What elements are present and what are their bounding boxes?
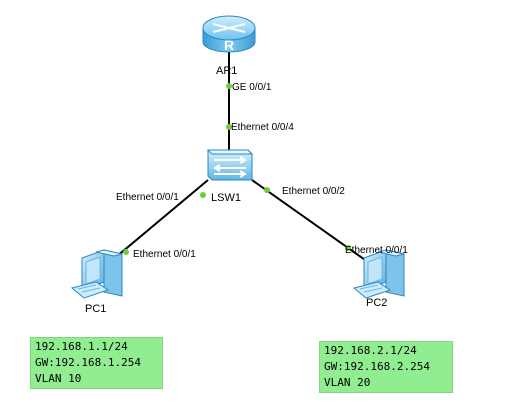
link-lsw1-pc1[interactable] xyxy=(109,179,209,263)
svg-text:R: R xyxy=(224,37,234,53)
pc1-config-note: 192.168.1.1/24 GW:192.168.1.254 VLAN 10 xyxy=(30,337,163,389)
port-dot-ar1 xyxy=(226,83,232,89)
switch-icon[interactable] xyxy=(206,149,254,181)
router-label: AR1 xyxy=(216,65,237,77)
port-label-ar1: GE 0/0/1 xyxy=(232,82,272,93)
port-dot-lsw1-pc1 xyxy=(200,192,206,198)
port-label-lsw1-pc2: Ethernet 0/0/2 xyxy=(282,186,345,197)
port-label-lsw1-pc1: Ethernet 0/0/1 xyxy=(116,192,179,203)
pc2-ip: 192.168.2.1/24 xyxy=(324,344,417,357)
pc2-config-note: 192.168.2.1/24 GW:192.168.2.254 VLAN 20 xyxy=(319,341,453,393)
switch-label: LSW1 xyxy=(211,192,241,204)
port-label-pc1: Ethernet 0/0/1 xyxy=(133,249,196,260)
pc1-vlan: VLAN 10 xyxy=(35,372,82,385)
pc2-vlan: VLAN 20 xyxy=(324,376,371,389)
pc1-icon[interactable] xyxy=(70,249,123,299)
port-dot-pc1 xyxy=(123,249,129,255)
pc1-ip: 192.168.1.1/24 xyxy=(35,340,128,353)
port-dot-lsw1-pc2 xyxy=(264,187,270,193)
pc1-gateway: GW:192.168.1.254 xyxy=(35,356,141,369)
port-dot-lsw1-up xyxy=(226,124,232,130)
port-label-pc2: Ethernet 0/0/1 xyxy=(345,245,408,256)
pc2-label: PC2 xyxy=(366,297,387,309)
port-dot-pc2 xyxy=(345,245,351,251)
port-label-lsw1-up: Ethernet 0/0/4 xyxy=(231,122,294,133)
router-icon[interactable]: R xyxy=(202,15,256,53)
pc2-icon[interactable] xyxy=(352,249,405,299)
pc2-gateway: GW:192.168.2.254 xyxy=(324,360,430,373)
pc1-label: PC1 xyxy=(85,303,106,315)
